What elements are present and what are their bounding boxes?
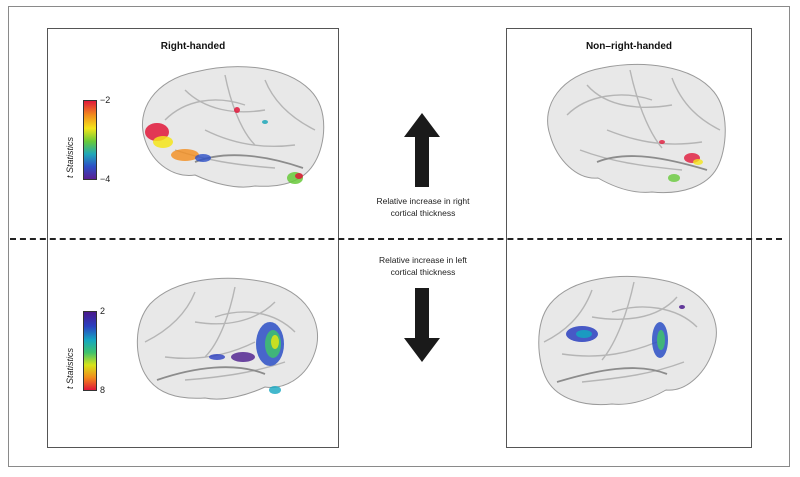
activation-blob — [269, 386, 281, 394]
brain-non-right-handed-left-hemisphere — [538, 276, 717, 406]
panel-title-right-handed: Right-handed — [160, 41, 226, 52]
down-arrow-icon — [404, 288, 440, 362]
brain-non-right-handed-right-hemisphere — [547, 64, 726, 194]
colorbar-top-max-label: −2 — [100, 95, 111, 105]
activation-blob — [271, 335, 279, 349]
activation-blob — [657, 330, 665, 350]
colorbar-top-min-label: −4 — [100, 174, 111, 184]
figure-frame — [8, 6, 790, 467]
activation-blob — [668, 174, 680, 182]
activation-blob — [659, 140, 665, 144]
caption-left-thickness: Relative increase in left cortical thick… — [379, 255, 467, 277]
activation-blob — [209, 354, 225, 360]
caption-right-thickness: Relative increase in right cortical thic… — [376, 196, 470, 218]
colorbar-bottom-min-label: 8 — [100, 385, 106, 395]
activation-blob — [295, 173, 303, 179]
activation-blob — [195, 154, 211, 162]
colorbar-bottom-max-label: 2 — [100, 306, 106, 316]
activation-blob — [679, 305, 685, 309]
brain-right-handed-left-hemisphere — [136, 277, 319, 400]
colorbar-bottom-axis-label: t Statistics — [65, 347, 75, 389]
activation-blob — [231, 352, 255, 362]
colorbar-bottom — [83, 311, 97, 391]
brain-right-handed-right-hemisphere — [141, 66, 325, 188]
activation-blob — [693, 159, 703, 165]
activation-blob — [153, 136, 173, 148]
activation-blob — [576, 330, 592, 338]
panel-title-non-right-handed: Non–right-handed — [585, 41, 673, 52]
colorbar-top-axis-label: t Statistics — [65, 136, 75, 178]
colorbar-top — [83, 100, 97, 180]
activation-blob — [171, 149, 199, 161]
activation-blob — [234, 107, 240, 113]
dashed-divider — [10, 238, 782, 240]
activation-blob — [262, 120, 268, 124]
up-arrow-icon — [404, 113, 440, 187]
